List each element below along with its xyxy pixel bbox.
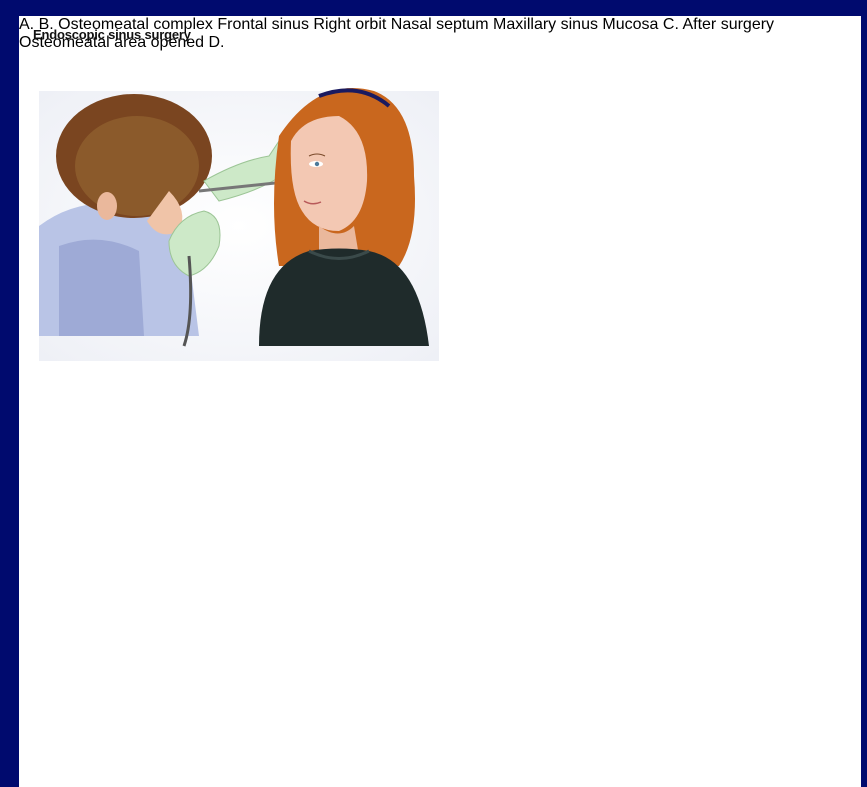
figure-artwork bbox=[19, 16, 861, 787]
figure-panel: Endoscopic sinus surgery bbox=[19, 16, 861, 787]
panel-a-illustration bbox=[39, 88, 439, 361]
